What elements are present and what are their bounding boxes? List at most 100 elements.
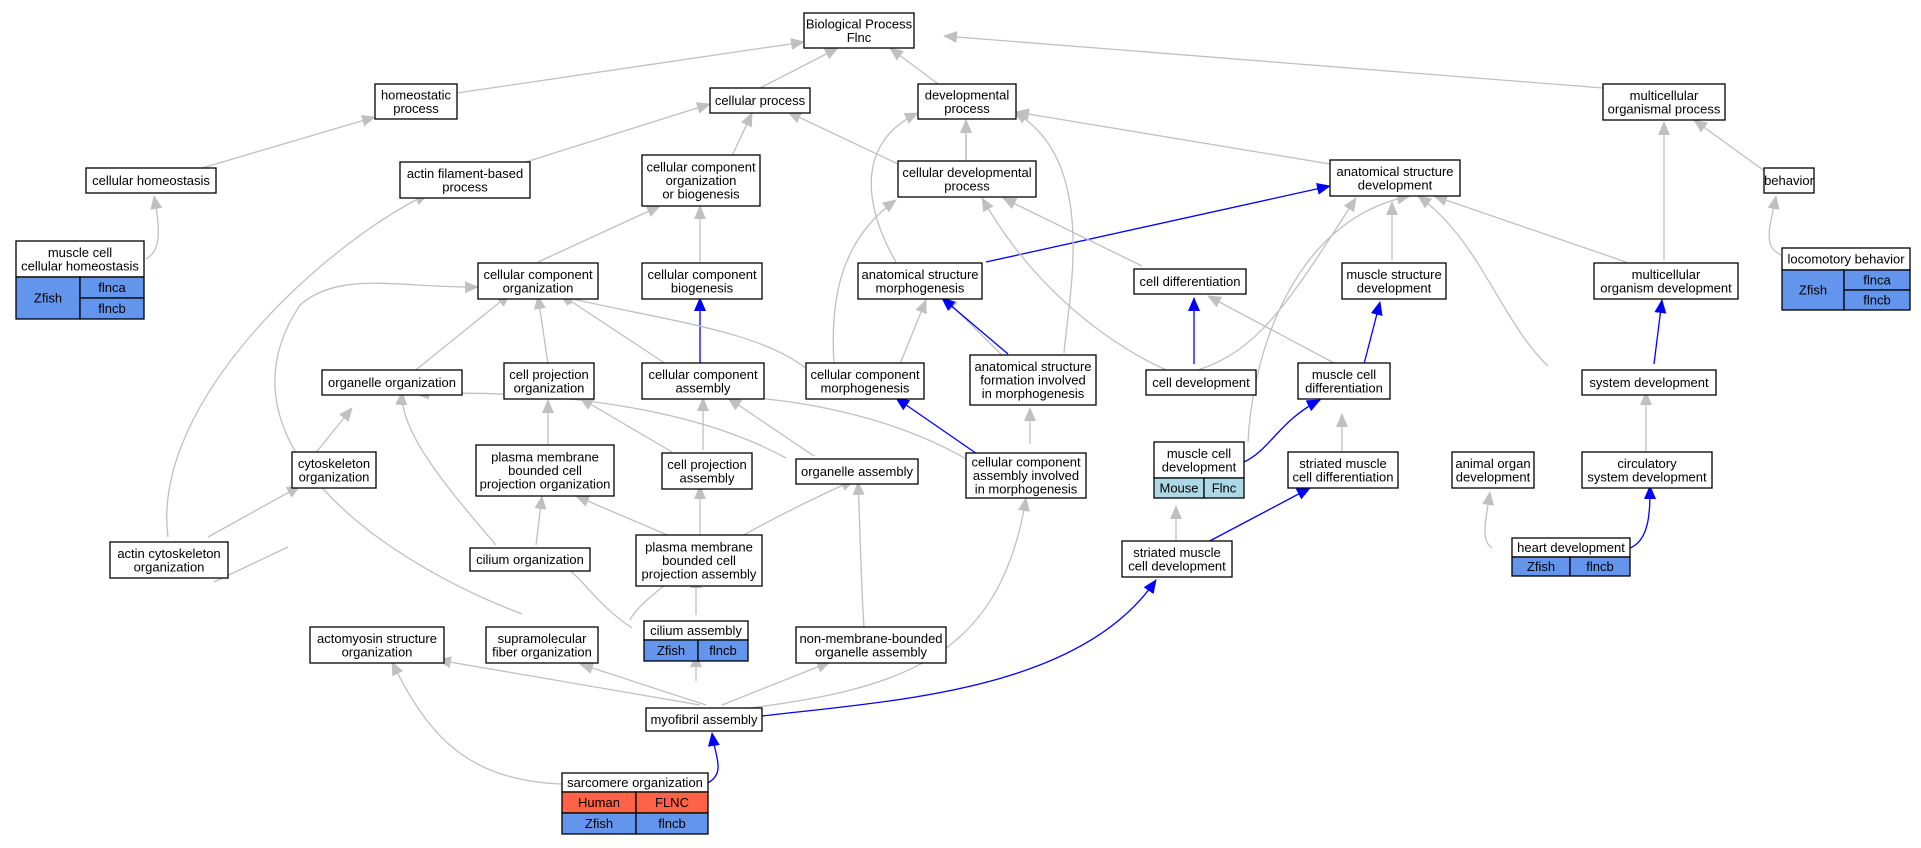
node-box — [795, 458, 919, 485]
edge — [575, 495, 673, 538]
node-label: morphogenesis — [876, 280, 965, 295]
gene-label: flnca — [1863, 273, 1891, 288]
node-label: myofibril assembly — [651, 712, 758, 727]
go-term-oa[interactable]: organelle assembly — [795, 458, 919, 485]
go-term-oo[interactable]: organelle organization — [321, 369, 463, 396]
node-label: supramolecular — [498, 631, 588, 646]
edge — [1247, 192, 1411, 443]
edge — [166, 193, 429, 538]
go-term-cilo[interactable]: cilium organization — [469, 547, 591, 572]
edge — [1015, 108, 1331, 165]
node-label: behavior — [1764, 173, 1815, 188]
gene-cell — [1569, 556, 1631, 577]
species-label: Zfish — [34, 291, 62, 306]
gene-cell — [1843, 289, 1911, 311]
node-label: cell projection — [667, 457, 747, 472]
edge — [941, 297, 1009, 355]
edge — [145, 195, 163, 260]
go-term-beh[interactable]: behavior — [1763, 167, 1815, 194]
edge — [391, 661, 563, 785]
edge — [761, 579, 1157, 717]
edge — [1363, 301, 1383, 365]
go-term-mfa[interactable]: myofibril assembly — [645, 707, 763, 732]
node-label: organization — [342, 644, 413, 659]
node-box — [469, 547, 591, 572]
node-label: process — [442, 179, 488, 194]
edge — [733, 497, 1030, 711]
edge — [533, 295, 549, 365]
edge — [537, 205, 661, 263]
edge — [1013, 111, 1074, 354]
node-label: morphogenesis — [821, 380, 910, 395]
node-label: development — [1456, 469, 1531, 484]
node-label: muscle cell — [48, 245, 112, 260]
node-label: circulatory — [1617, 456, 1677, 471]
gene-cell — [1203, 477, 1245, 499]
node-box — [109, 541, 229, 579]
go-term-sd[interactable]: system development — [1581, 369, 1717, 396]
node-box — [15, 240, 145, 278]
go-term-ch[interactable]: cellular homeostasis — [85, 167, 217, 194]
edge — [437, 656, 701, 706]
go-term-cp[interactable]: cellular process — [709, 87, 811, 114]
edge — [395, 391, 497, 546]
edge — [889, 47, 939, 85]
node-label: development — [1358, 177, 1433, 192]
node-box — [709, 87, 811, 114]
node-label: anatomical structure — [974, 359, 1091, 374]
node-label: or biogenesis — [662, 187, 740, 202]
node-label: Biological Process — [806, 16, 913, 31]
edge — [579, 397, 673, 453]
gene-cell — [697, 639, 749, 662]
species-cell — [15, 276, 81, 320]
node-box — [1451, 451, 1535, 489]
species-label: Human — [578, 795, 620, 810]
edge — [899, 299, 927, 365]
node-label: multicellular — [1630, 88, 1699, 103]
node-label: biogenesis — [671, 280, 734, 295]
go-term-cdev[interactable]: cell development — [1145, 369, 1257, 396]
node-box — [1287, 451, 1399, 489]
node-label: cytoskeleton — [298, 456, 370, 471]
go-term-cdiff[interactable]: cell differentiation — [1133, 268, 1247, 295]
edge — [1417, 195, 1549, 367]
edges — [145, 31, 1788, 785]
